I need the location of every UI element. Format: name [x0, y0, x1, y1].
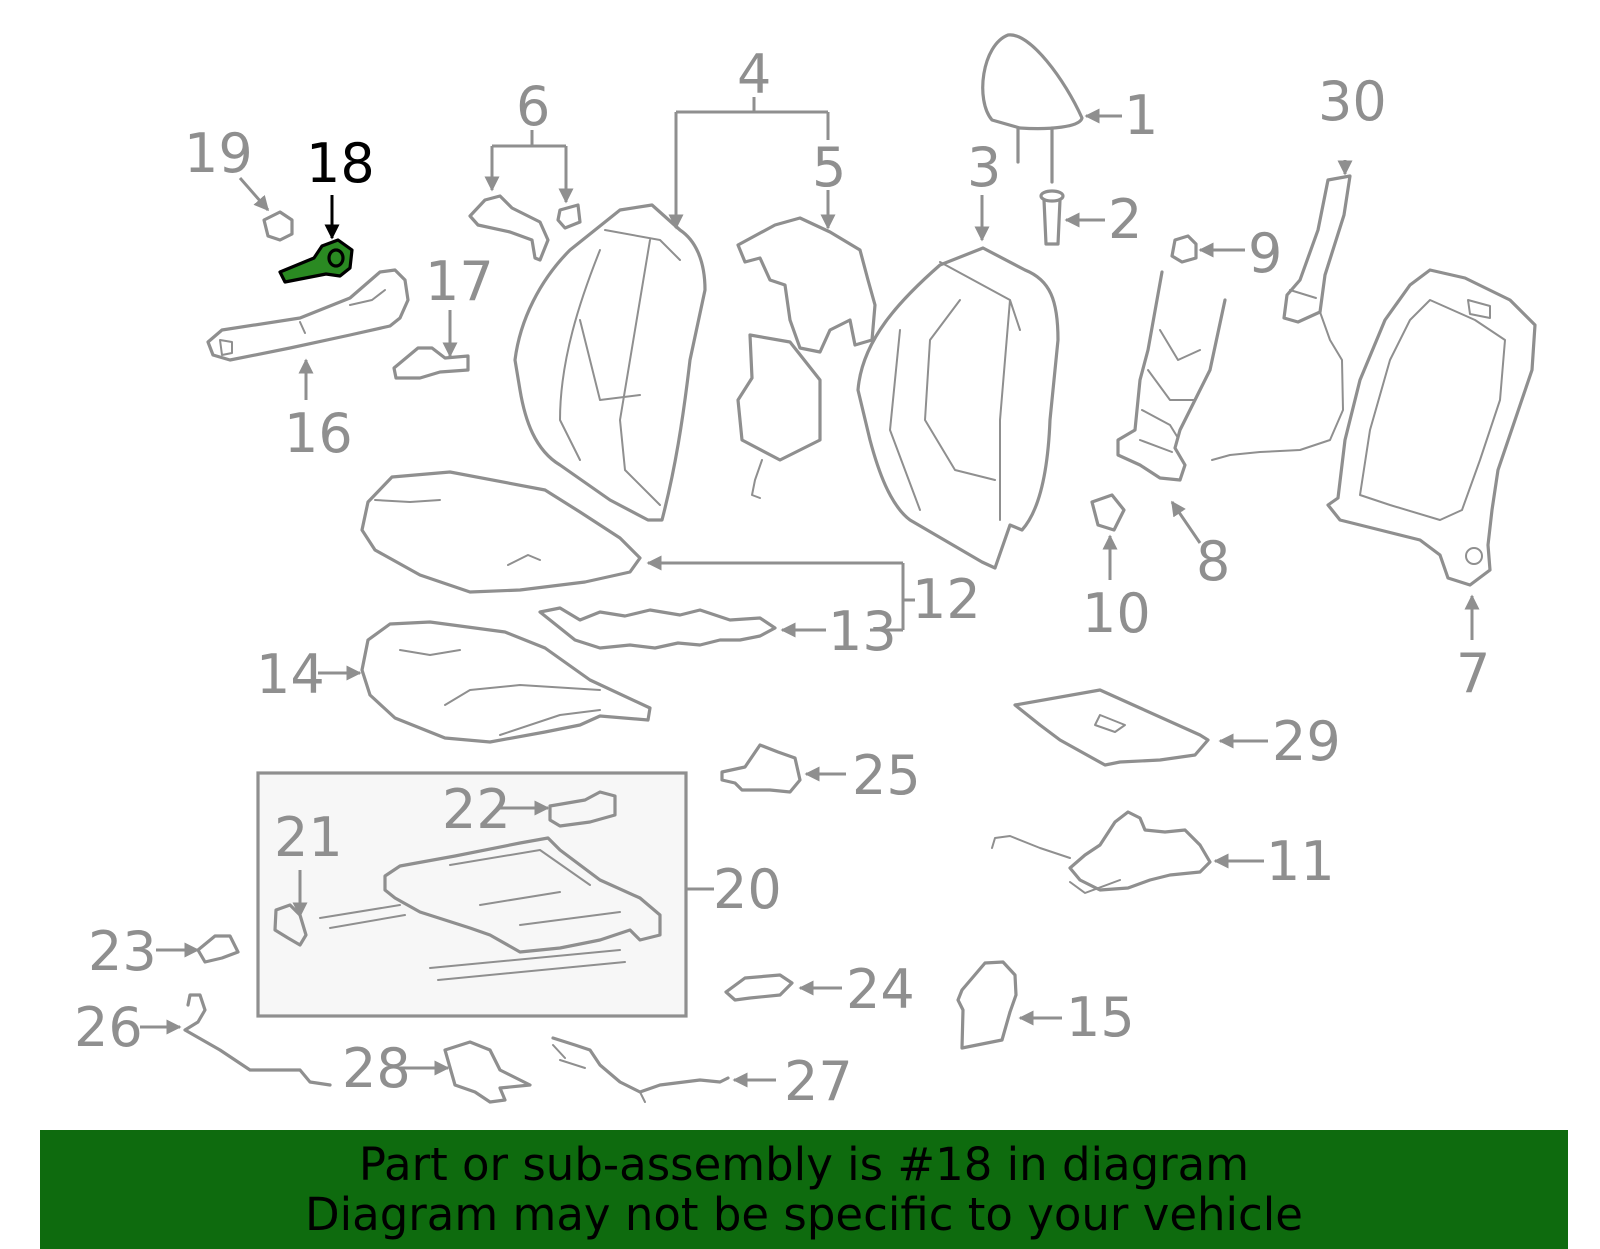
svg-text:20: 20 — [713, 858, 782, 921]
callout-28: 28 — [342, 1037, 450, 1100]
callout-24: 24 — [798, 958, 915, 1021]
svg-text:23: 23 — [88, 920, 157, 983]
part-27-wire-harness[interactable] — [551, 1036, 730, 1103]
banner-line-1: Part or sub-assembly is #18 in diagram — [358, 1137, 1250, 1191]
callout-10: 10 — [1082, 534, 1151, 645]
svg-text:30: 30 — [1318, 70, 1387, 133]
part-18-lever-knob-highlighted[interactable] — [278, 238, 354, 284]
part-23-clip[interactable] — [196, 934, 240, 964]
svg-text:19: 19 — [184, 122, 253, 185]
callout-11: 11 — [1213, 830, 1335, 893]
callout-15: 15 — [1018, 986, 1135, 1049]
svg-text:22: 22 — [442, 778, 511, 841]
svg-text:7: 7 — [1456, 642, 1490, 705]
svg-text:11: 11 — [1266, 830, 1335, 893]
part-28-switch[interactable] — [443, 1040, 532, 1104]
callout-13: 13 — [780, 600, 897, 663]
part-8-lumbar-support[interactable] — [1116, 270, 1227, 482]
part-24-cover[interactable] — [724, 973, 794, 1002]
info-banner: Part or sub-assembly is #18 in diagram D… — [40, 1130, 1568, 1249]
callout-29: 29 — [1218, 710, 1341, 773]
callout-23: 23 — [88, 920, 200, 983]
part-4-seatback-assembly[interactable] — [513, 203, 707, 522]
callout-8: 8 — [1170, 500, 1230, 593]
part-13-cushion-heater[interactable] — [538, 606, 777, 650]
part-2-headrest-guide[interactable] — [1039, 189, 1065, 246]
svg-text:15: 15 — [1066, 986, 1135, 1049]
part-11-seat-frame-harness[interactable] — [991, 810, 1212, 894]
part-29-cushion-panel[interactable] — [1013, 688, 1210, 767]
callout-12: 12 — [646, 555, 981, 632]
callout-4: 4 — [668, 43, 830, 230]
svg-text:10: 10 — [1082, 582, 1151, 645]
callout-7: 7 — [1456, 594, 1490, 705]
part-22-motor[interactable] — [548, 790, 617, 828]
part-26-rod[interactable] — [183, 993, 332, 1087]
part-6-bracket[interactable] — [468, 194, 582, 262]
part-9-clip[interactable] — [1170, 234, 1198, 264]
callout-22: 22 — [442, 778, 550, 841]
callout-17: 17 — [425, 250, 494, 358]
callout-14: 14 — [256, 643, 362, 706]
svg-text:21: 21 — [274, 806, 343, 869]
part-3-seatback-cover[interactable] — [856, 246, 1060, 570]
callout-18: 18 — [306, 132, 375, 240]
svg-text:29: 29 — [1272, 710, 1341, 773]
part-15-side-cover[interactable] — [956, 960, 1018, 1050]
svg-text:14: 14 — [256, 643, 325, 706]
svg-text:24: 24 — [846, 958, 915, 1021]
svg-text:25: 25 — [852, 744, 921, 807]
svg-text:6: 6 — [516, 75, 550, 138]
svg-text:5: 5 — [812, 136, 846, 199]
callout-25: 25 — [804, 744, 921, 807]
part-30-side-airbag[interactable] — [1211, 174, 1352, 461]
callout-6: 6 — [484, 75, 574, 204]
callout-2: 2 — [1064, 188, 1142, 251]
svg-text:4: 4 — [737, 43, 771, 106]
callout-19: 19 — [184, 122, 270, 212]
part-14-seat-cushion-pad[interactable] — [360, 620, 652, 744]
part-19-knob[interactable] — [262, 210, 294, 242]
svg-text:9: 9 — [1248, 222, 1282, 285]
callout-16: 16 — [284, 358, 353, 465]
svg-text:18: 18 — [306, 132, 375, 195]
part-16-side-shield[interactable] — [206, 268, 410, 362]
callout-27: 27 — [732, 1050, 853, 1113]
callout-26: 26 — [74, 996, 182, 1059]
svg-text:27: 27 — [784, 1050, 853, 1113]
part-10-clip[interactable] — [1090, 493, 1126, 532]
svg-text:1: 1 — [1124, 84, 1158, 147]
svg-text:8: 8 — [1196, 530, 1230, 593]
part-1-headrest[interactable] — [981, 33, 1084, 184]
callout-3: 3 — [967, 136, 1001, 242]
part-25-cover[interactable] — [720, 743, 802, 794]
part-20-adjuster-track[interactable] — [319, 836, 662, 981]
part-21-bracket[interactable] — [273, 903, 308, 947]
svg-text:13: 13 — [828, 600, 897, 663]
part-17-cover[interactable] — [392, 346, 470, 380]
callout-9: 9 — [1198, 222, 1282, 285]
svg-text:3: 3 — [967, 136, 1001, 199]
part-7-seatback-frame[interactable] — [1326, 268, 1537, 587]
svg-text:16: 16 — [284, 402, 353, 465]
svg-text:17: 17 — [425, 250, 494, 313]
part-12-seat-cushion-cover[interactable] — [360, 470, 642, 594]
callout-30: 30 — [1318, 70, 1387, 176]
svg-text:2: 2 — [1108, 188, 1142, 251]
callout-21: 21 — [274, 806, 343, 918]
callout-20: 20 — [686, 858, 782, 921]
part-5-seatback-heater[interactable] — [736, 216, 877, 499]
svg-text:28: 28 — [342, 1037, 411, 1100]
svg-text:26: 26 — [74, 996, 143, 1059]
svg-text:12: 12 — [912, 568, 981, 631]
banner-line-2: Diagram may not be specific to your vehi… — [305, 1187, 1303, 1241]
callout-1: 1 — [1084, 84, 1158, 147]
callout-5: 5 — [812, 136, 846, 230]
